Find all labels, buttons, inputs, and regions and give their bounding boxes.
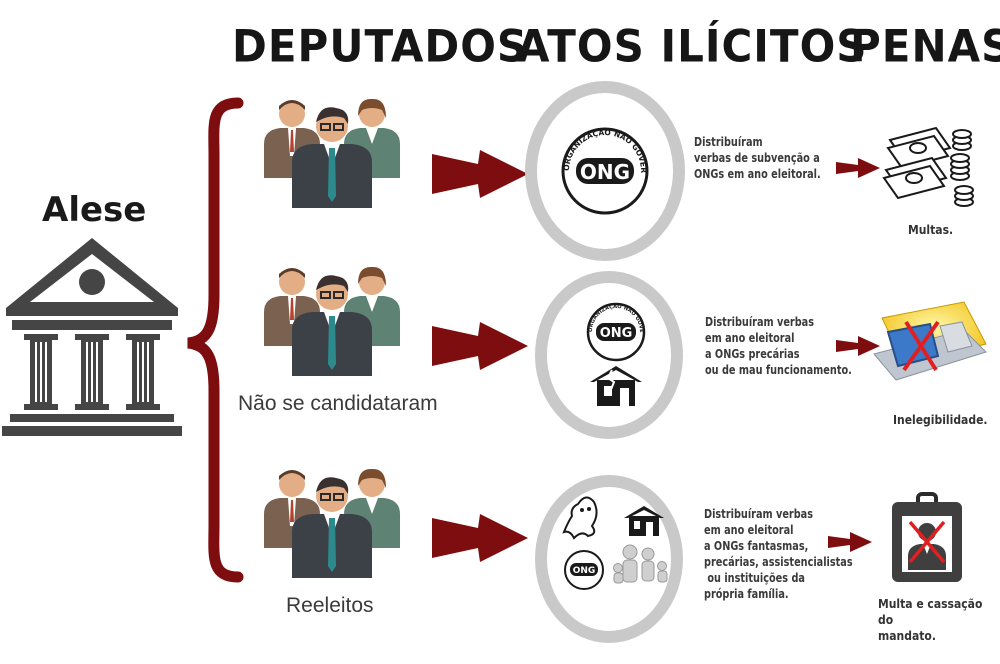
broken-house-icon: [624, 506, 664, 536]
arrow-right-icon: [828, 532, 872, 552]
alese-building-icon: [2, 238, 182, 436]
ong-label: ONG: [573, 566, 596, 576]
deputies-group-icon: [264, 98, 400, 208]
arrow-right-icon: [432, 150, 528, 198]
pena-row-1: Multas.: [908, 223, 954, 237]
pena-row-2: Inelegibilidade.: [893, 413, 988, 427]
ghost-icon: [562, 496, 598, 540]
ong-seal-circle: ONG: [535, 475, 683, 643]
money-coins-icon: [882, 126, 974, 207]
ong-seal-circle: ORGANIZAÇÃO NÃO GOVERNAMENTAL ONG: [524, 80, 685, 261]
header-atos-ilicitos: ATOS ILÍCITOS: [517, 20, 868, 73]
pena-row-3: Multa e cassação do mandato.: [878, 597, 983, 643]
deputies-group-icon: [264, 468, 400, 578]
ong-label: ONG: [600, 326, 633, 341]
arrow-right-icon: [432, 514, 528, 562]
ong-label: ONG: [580, 160, 630, 184]
header-deputados: DEPUTADOS: [232, 20, 529, 73]
arrow-right-icon: [836, 158, 880, 178]
ong-seal-circle: ORGANIZAÇÃO NÃO GOVERNAMENTAL ONG: [534, 270, 683, 439]
description-row-1: Distribuíram verbas de subvenção a ONGs …: [694, 135, 821, 181]
broken-house-icon: [590, 366, 642, 406]
curly-brace: [187, 97, 244, 583]
description-row-2: Distribuíram verbas em ano eleitoral a O…: [705, 315, 852, 377]
caption-reeleitos: Reeleitos: [286, 594, 374, 617]
deputies-group-icon: [264, 266, 400, 376]
arrow-right-icon: [836, 336, 880, 356]
alese-title: Alese: [42, 190, 147, 230]
caption-nao-se-candidataram: Não se candidataram: [238, 392, 438, 415]
voting-machine-icon: [873, 301, 987, 381]
description-row-3: Distribuíram verbas em ano eleitoral a O…: [704, 507, 853, 601]
arrow-right-icon: [432, 322, 528, 370]
header-penas: PENAS: [850, 20, 1000, 73]
family-icon: [613, 544, 668, 584]
id-badge-icon: [892, 492, 962, 582]
